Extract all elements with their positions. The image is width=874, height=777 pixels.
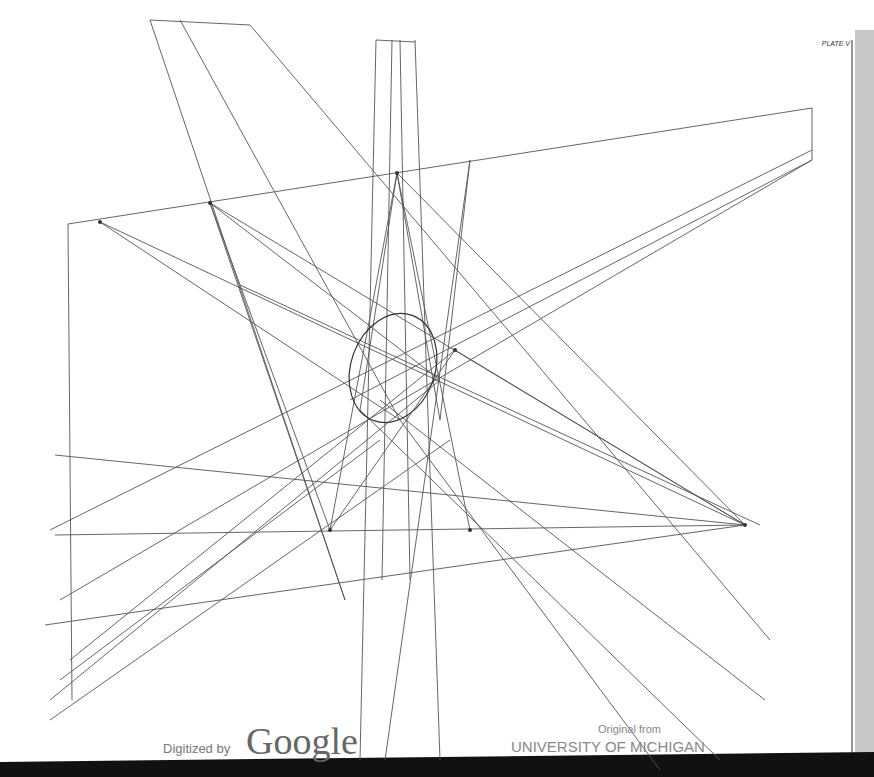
watermark: Digitized by	[163, 742, 230, 755]
plate-number: PLATE V	[822, 40, 850, 47]
watermark-logo: Google	[246, 722, 358, 760]
watermark: Original from	[598, 724, 661, 735]
watermark: UNIVERSITY OF MICHIGAN	[511, 739, 705, 754]
